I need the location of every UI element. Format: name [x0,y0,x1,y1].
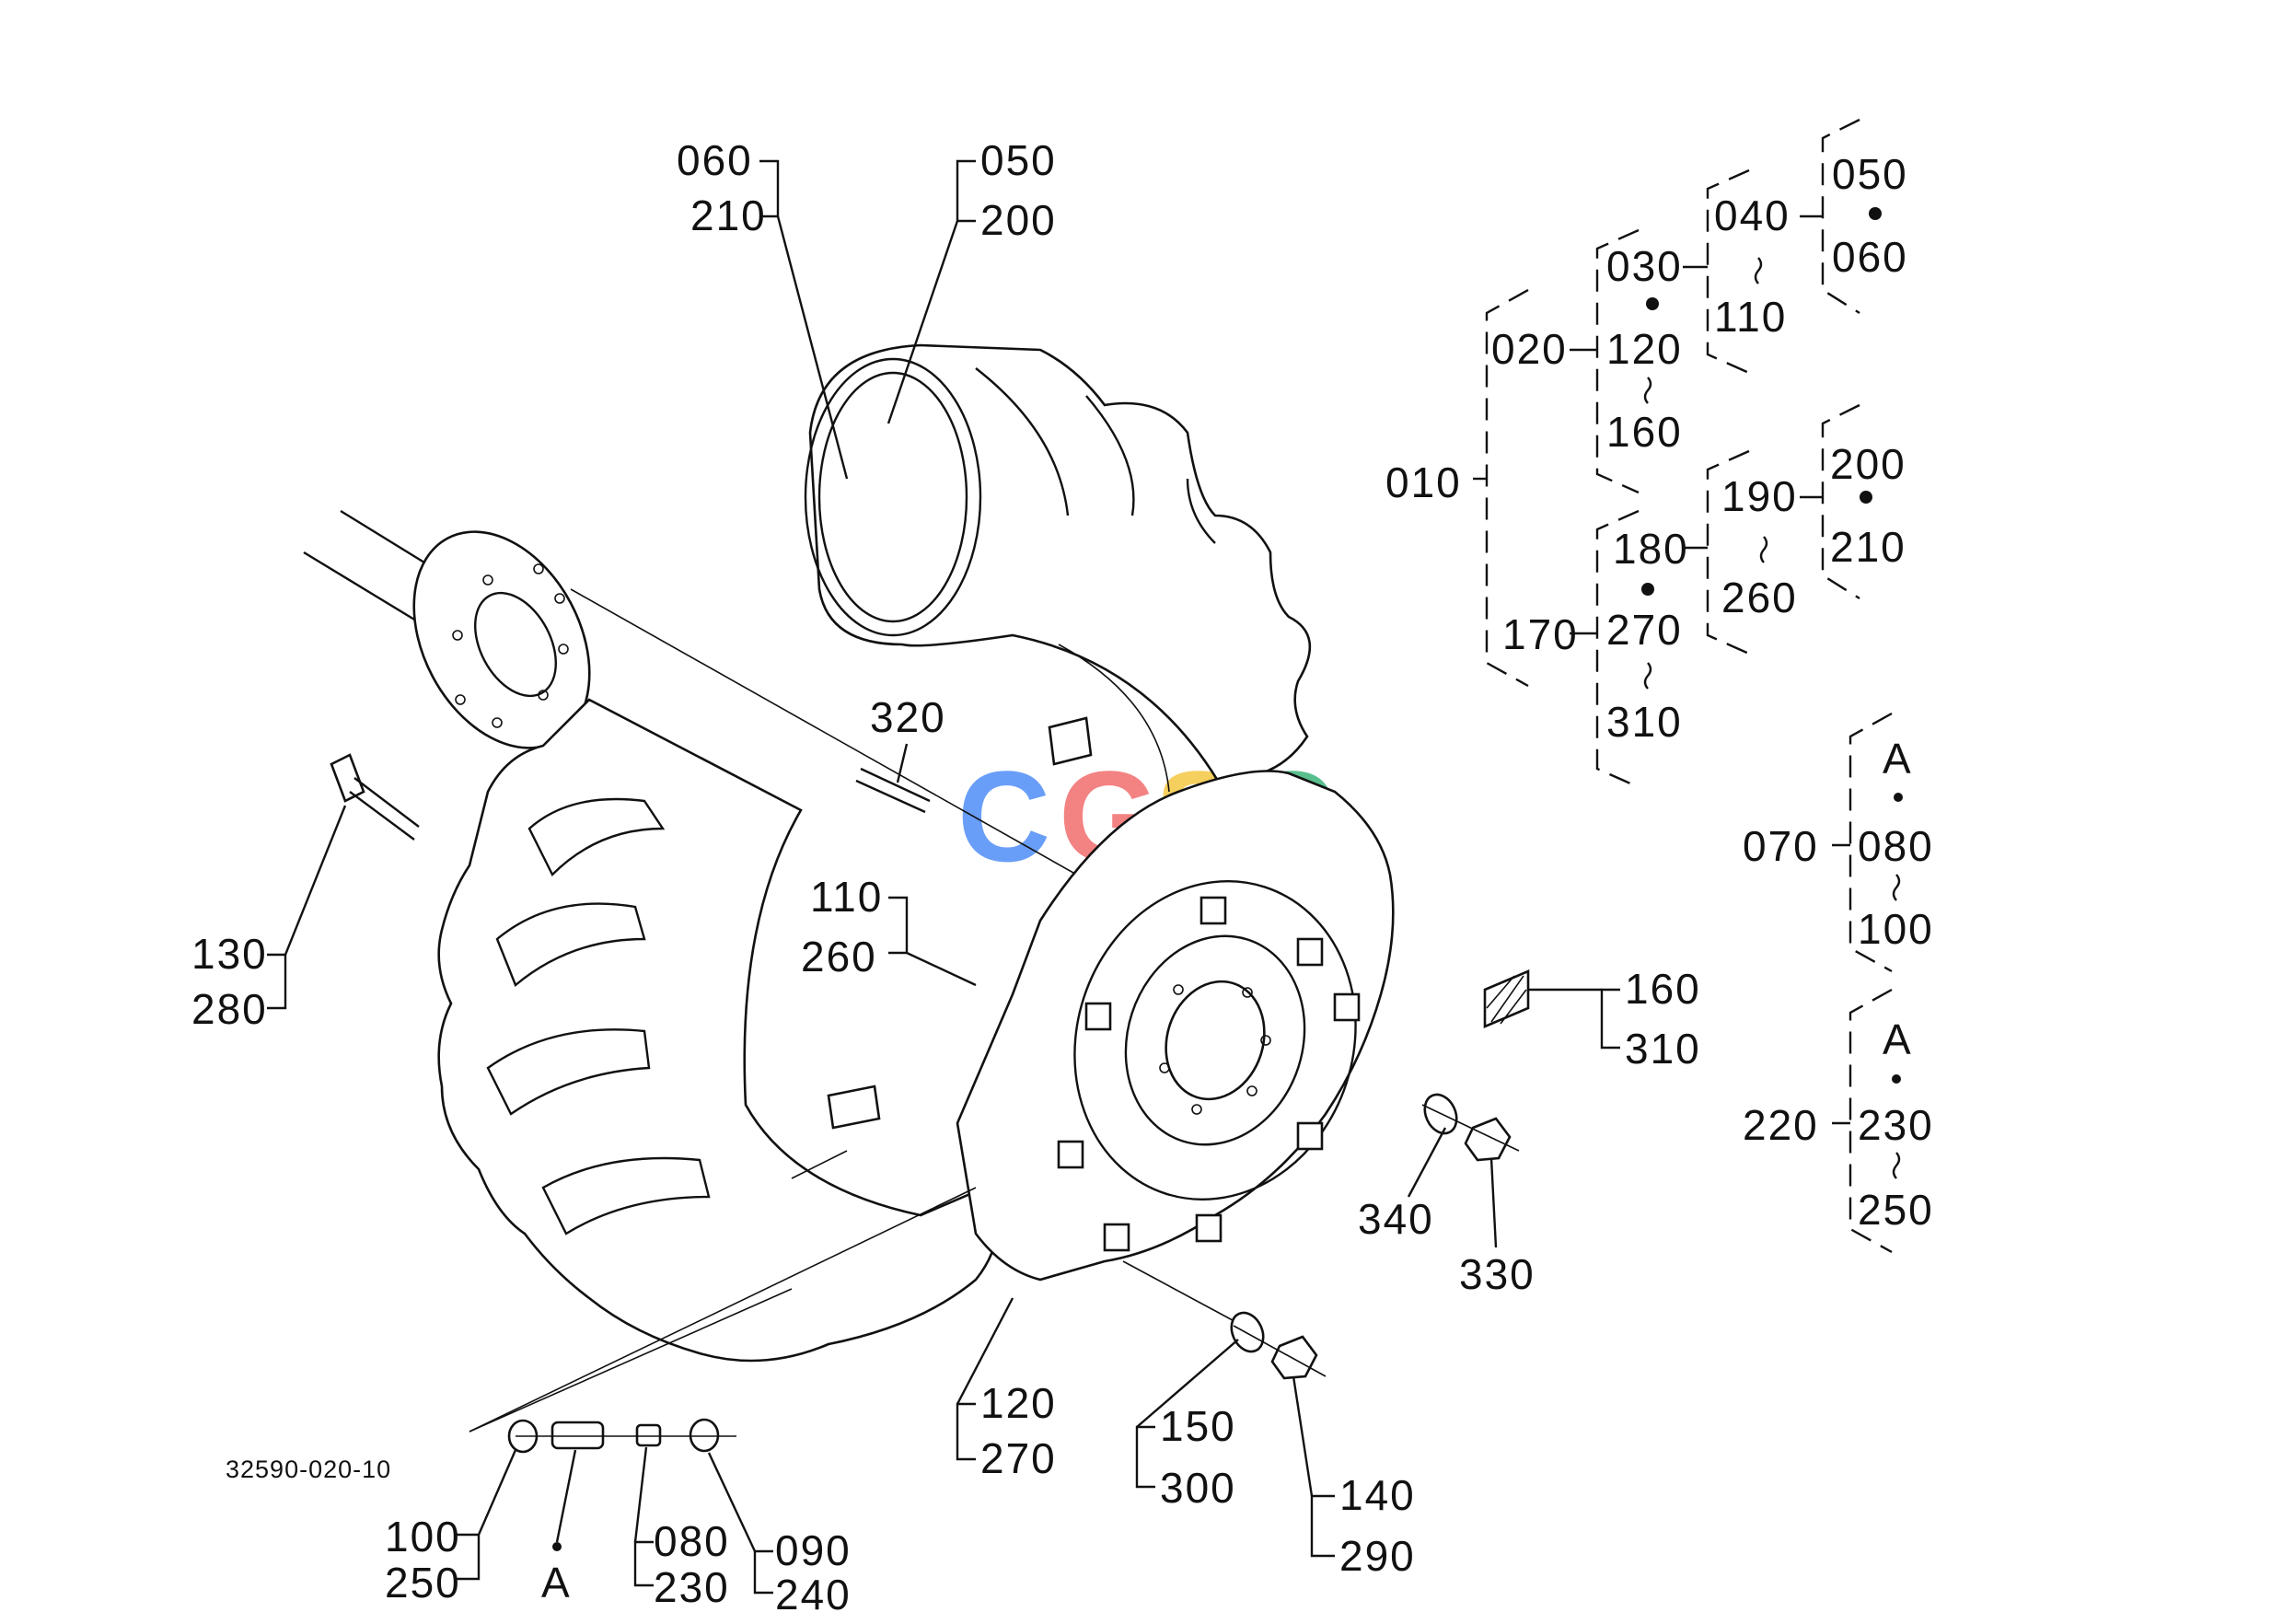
callout-230: 230 [654,1563,730,1611]
callout-080: 080 [654,1517,730,1565]
callout-160: 160 [1625,965,1701,1013]
callout-090: 090 [775,1526,852,1574]
tree-node-a2: A [1883,1015,1913,1063]
tree-node-270: 270 [1606,606,1683,654]
callout-labels: 060 210 050 200 320 110 260 130 280 160 … [191,136,1701,1618]
tree-node-220: 220 [1743,1101,1819,1149]
callout-130: 130 [191,930,268,978]
callout-330: 330 [1459,1250,1536,1298]
callout-150: 150 [1160,1402,1236,1450]
callout-050: 050 [980,136,1057,184]
callout-240: 240 [775,1571,852,1618]
leader-lines [267,159,1620,1595]
tree-node-170: 170 [1502,610,1579,658]
callout-200: 200 [980,196,1057,244]
callout-100: 100 [385,1513,461,1560]
tree-node-210: 210 [1830,523,1906,571]
figure-code: 32590-020-10 [226,1456,391,1483]
tree-node-010: 010 [1385,458,1462,506]
callout-110: 110 [810,873,883,921]
callout-310: 310 [1625,1025,1701,1073]
tree-node-180: 180 [1613,525,1689,573]
axle-hub [303,509,1290,995]
callout-210: 210 [690,191,767,239]
parts-hierarchy-tree: 010 020 170 030 120 160 040 110 050 060 … [1385,118,1934,1254]
callout-120: 120 [980,1379,1057,1427]
callout-a: A [541,1559,572,1607]
tree-node-040: 040 [1714,191,1790,239]
callout-300: 300 [1160,1464,1236,1512]
callout-260: 260 [801,933,877,980]
callout-250: 250 [385,1559,461,1607]
tree-node-060: 060 [1832,233,1908,281]
tree-node-160: 160 [1606,408,1683,456]
tree-node-030: 030 [1606,242,1683,290]
tree-node-250: 250 [1858,1186,1934,1234]
lower-tire [437,698,999,1363]
tree-node-050: 050 [1832,150,1908,198]
callout-280: 280 [191,985,268,1033]
watermark-letter: C [957,744,1050,888]
tree-node-100: 100 [1858,905,1934,953]
tree-node-080: 080 [1858,822,1934,870]
tree-node-020: 020 [1491,325,1568,373]
tree-node-120: 120 [1606,325,1683,373]
tree-node-190: 190 [1721,472,1798,520]
tree-node-200: 200 [1830,440,1906,488]
callout-140: 140 [1339,1471,1416,1519]
tree-node-070: 070 [1743,822,1819,870]
callout-290: 290 [1339,1532,1416,1580]
callout-270: 270 [980,1434,1057,1482]
tree-node-260: 260 [1721,574,1798,621]
callout-340: 340 [1358,1195,1434,1243]
callout-060: 060 [677,136,753,184]
tree-node-110: 110 [1714,293,1787,341]
upper-tire [804,343,1312,795]
callout-320: 320 [870,693,946,741]
tree-node-a1: A [1883,735,1913,783]
fasteners [330,753,1530,1454]
tree-node-230: 230 [1858,1101,1934,1149]
wheel-disc [956,770,1395,1327]
tree-node-310: 310 [1606,698,1683,746]
